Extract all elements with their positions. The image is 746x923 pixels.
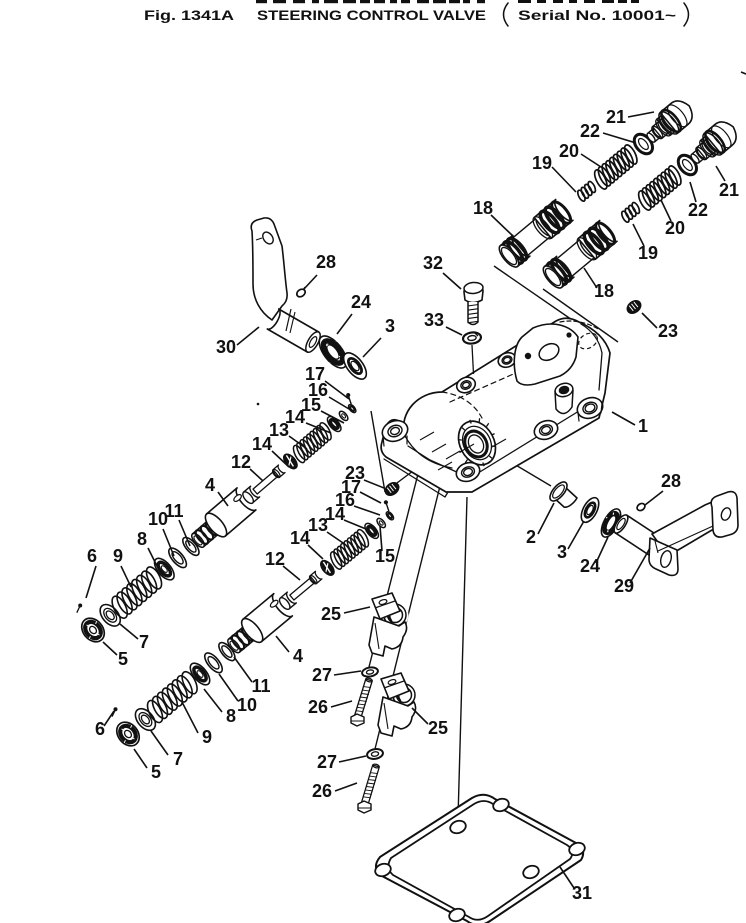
svg-text:3: 3 bbox=[385, 316, 395, 336]
svg-text:20: 20 bbox=[559, 141, 579, 161]
svg-text:11: 11 bbox=[251, 676, 270, 696]
svg-text:25: 25 bbox=[321, 604, 341, 624]
svg-text:11: 11 bbox=[164, 501, 183, 521]
svg-text:33: 33 bbox=[424, 310, 444, 330]
svg-text:9: 9 bbox=[202, 727, 212, 747]
svg-text:13: 13 bbox=[308, 515, 328, 535]
svg-text:27: 27 bbox=[312, 665, 332, 685]
svg-text:28: 28 bbox=[661, 471, 681, 491]
svg-text:14: 14 bbox=[290, 528, 310, 548]
svg-text:31: 31 bbox=[572, 883, 592, 903]
svg-text:14: 14 bbox=[285, 407, 305, 427]
svg-text:21: 21 bbox=[606, 107, 626, 127]
svg-text:Serial No. 10001~: Serial No. 10001~ bbox=[518, 7, 676, 23]
svg-text:14: 14 bbox=[325, 504, 345, 524]
svg-text:15: 15 bbox=[375, 546, 395, 566]
svg-text:12: 12 bbox=[231, 452, 251, 472]
svg-text:7: 7 bbox=[173, 749, 183, 769]
svg-text:10: 10 bbox=[148, 509, 168, 529]
svg-text:29: 29 bbox=[614, 576, 634, 596]
svg-text:1: 1 bbox=[638, 416, 648, 436]
svg-text:26: 26 bbox=[308, 697, 328, 717]
svg-text:15: 15 bbox=[301, 395, 321, 415]
svg-text:21: 21 bbox=[719, 180, 739, 200]
svg-text:26: 26 bbox=[312, 781, 332, 801]
svg-text:4: 4 bbox=[293, 646, 303, 666]
svg-text:STEERING CONTROL VALVE: STEERING CONTROL VALVE bbox=[257, 7, 486, 23]
svg-text:3: 3 bbox=[557, 542, 567, 562]
svg-text:4: 4 bbox=[205, 475, 215, 495]
svg-text:14: 14 bbox=[252, 434, 272, 454]
svg-text:24: 24 bbox=[351, 292, 371, 312]
svg-text:6: 6 bbox=[87, 546, 97, 566]
svg-text:17: 17 bbox=[341, 477, 361, 497]
svg-text:22: 22 bbox=[688, 200, 708, 220]
svg-text:8: 8 bbox=[226, 706, 236, 726]
svg-text:17: 17 bbox=[305, 364, 325, 384]
svg-text:30: 30 bbox=[216, 337, 236, 357]
svg-text:5: 5 bbox=[118, 649, 128, 669]
svg-text:20: 20 bbox=[665, 218, 685, 238]
svg-text:19: 19 bbox=[638, 243, 658, 263]
svg-text:18: 18 bbox=[473, 198, 493, 218]
svg-text:12: 12 bbox=[265, 549, 285, 569]
svg-text:18: 18 bbox=[594, 281, 614, 301]
svg-text:16: 16 bbox=[335, 490, 355, 510]
svg-text:25: 25 bbox=[428, 718, 448, 738]
svg-text:10: 10 bbox=[237, 695, 257, 715]
svg-text:13: 13 bbox=[269, 420, 289, 440]
svg-text:7: 7 bbox=[139, 632, 149, 652]
svg-text:6: 6 bbox=[95, 719, 105, 739]
svg-text:22: 22 bbox=[580, 121, 600, 141]
svg-text:23: 23 bbox=[658, 321, 678, 341]
svg-text:32: 32 bbox=[423, 253, 443, 273]
svg-text:Fig. 1341A: Fig. 1341A bbox=[144, 7, 234, 23]
svg-text:2: 2 bbox=[526, 527, 536, 547]
svg-text:5: 5 bbox=[151, 762, 161, 782]
svg-text:16: 16 bbox=[308, 380, 328, 400]
svg-text:27: 27 bbox=[317, 752, 337, 772]
svg-text:8: 8 bbox=[137, 529, 147, 549]
svg-text:28: 28 bbox=[316, 252, 336, 272]
svg-text:9: 9 bbox=[113, 546, 123, 566]
svg-text:23: 23 bbox=[345, 463, 365, 483]
svg-text:19: 19 bbox=[532, 153, 552, 173]
svg-text:24: 24 bbox=[580, 556, 600, 576]
